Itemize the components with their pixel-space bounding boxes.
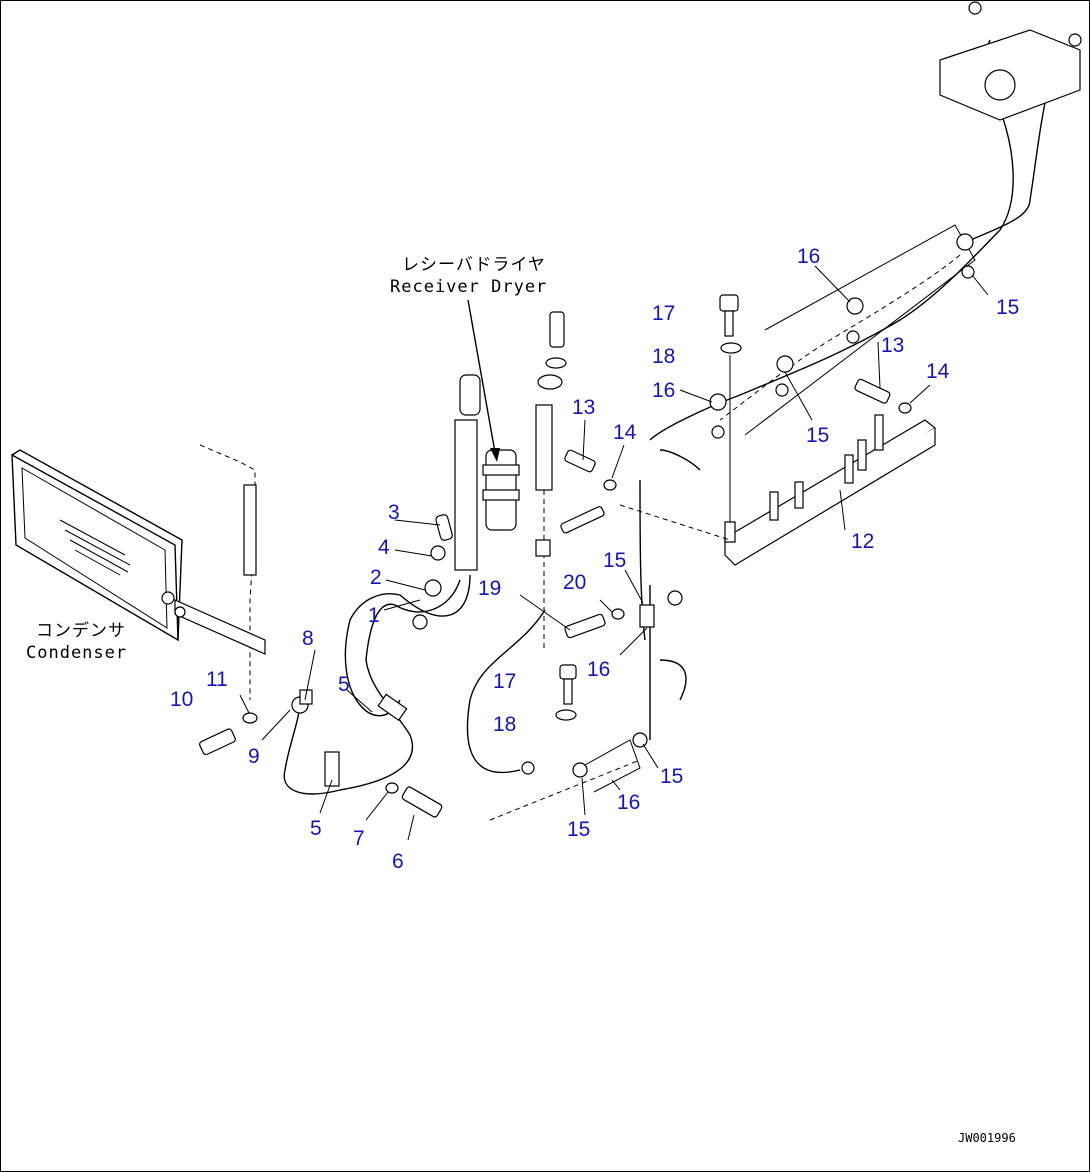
compressor <box>939 1 1082 121</box>
callout-5-upper: 5 <box>338 673 350 696</box>
receiver-dryer <box>454 299 520 571</box>
callout-2: 2 <box>370 566 382 589</box>
callout-16-lower: 16 <box>617 791 640 814</box>
receiver-dryer-en-label: Receiver Dryer <box>390 277 547 297</box>
small-parts <box>199 294 912 821</box>
callout-16-upper: 16 <box>652 379 675 402</box>
callout-19: 19 <box>478 577 501 600</box>
callout-16-top: 16 <box>797 245 820 268</box>
callout-20: 20 <box>563 571 586 594</box>
hoses <box>283 39 1051 795</box>
drawing-code: JW001996 <box>958 1131 1016 1145</box>
callout-5-lower: 5 <box>310 817 322 840</box>
condenser-jp-label: コンデンサ <box>36 620 126 641</box>
condenser <box>11 444 266 700</box>
callout-13-right: 13 <box>881 334 904 357</box>
callout-17-lower: 17 <box>493 670 516 693</box>
callout-3: 3 <box>388 501 400 524</box>
callouts: 1 2 3 4 5 5 6 7 8 9 10 11 12 13 13 14 14… <box>170 245 1019 873</box>
callout-13-middle: 13 <box>572 396 595 419</box>
callout-15-upper: 15 <box>806 424 829 447</box>
callout-18-lower: 18 <box>493 713 516 736</box>
callout-1: 1 <box>368 604 380 627</box>
callout-10: 10 <box>170 688 193 711</box>
callout-6: 6 <box>392 850 404 873</box>
callout-12: 12 <box>851 530 874 553</box>
callout-18-upper: 18 <box>652 345 675 368</box>
callout-8: 8 <box>302 627 314 650</box>
callout-4: 4 <box>378 536 390 559</box>
callout-16-middle: 16 <box>587 658 610 681</box>
callout-15-lower-right: 15 <box>660 765 683 788</box>
clamp-plates <box>584 224 976 793</box>
condenser-en-label: Condenser <box>26 643 127 663</box>
receiver-dryer-jp-label: レシーバドライヤ <box>402 255 546 275</box>
callout-9: 9 <box>248 745 260 768</box>
callout-7: 7 <box>353 827 365 850</box>
labels: レシーバドライヤ Receiver Dryer コンデンサ Condenser … <box>26 255 1016 1145</box>
callout-17-upper: 17 <box>652 302 675 325</box>
leader-lines <box>239 265 989 841</box>
callout-14-right: 14 <box>926 360 950 383</box>
callout-15-middle: 15 <box>603 549 626 572</box>
bracket-bolt-column <box>535 311 567 650</box>
callout-15-lower-left: 15 <box>567 818 590 841</box>
callout-11: 11 <box>206 668 228 691</box>
callout-15-top: 15 <box>996 296 1019 319</box>
callout-14-middle: 14 <box>613 421 637 444</box>
bracket-12 <box>724 355 937 566</box>
